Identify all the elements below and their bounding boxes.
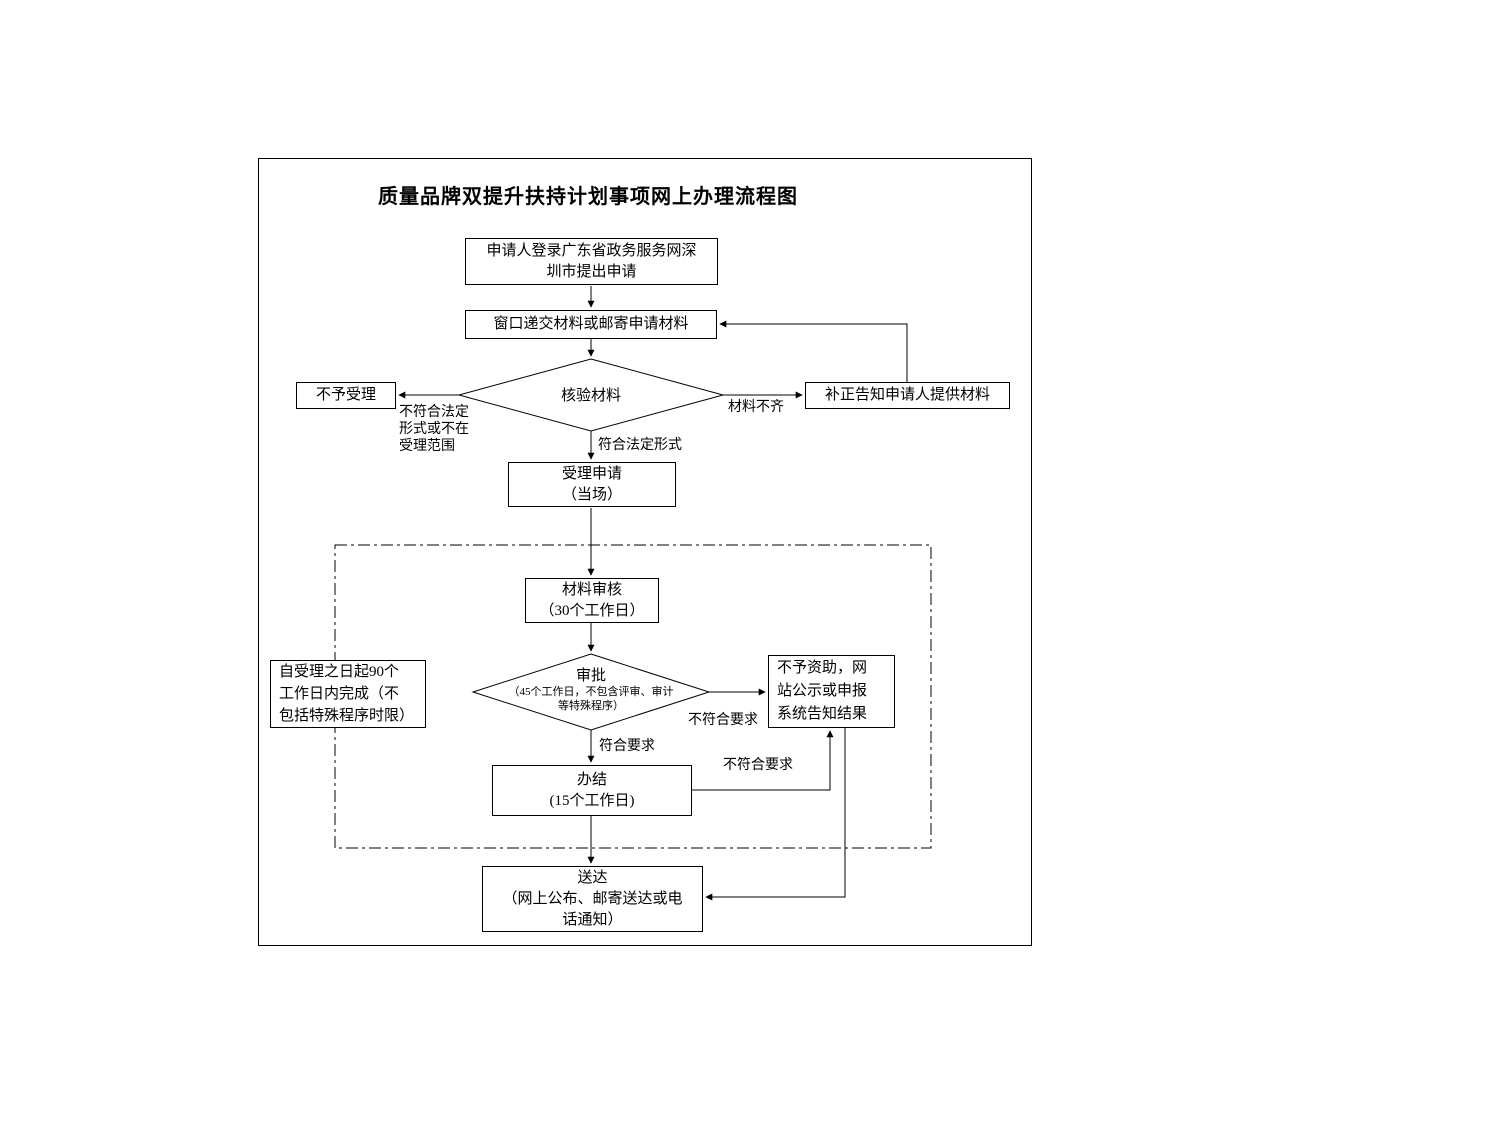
node-deadline-text: 工作日内完成（不: [279, 686, 400, 702]
node-deadline-text: 自受理之日起90个: [279, 664, 400, 680]
node-complete-text: (15个工作日): [549, 792, 635, 809]
node-apply-text: 圳市提出申请: [546, 263, 637, 280]
node-submit: 窗口递交材料或邮寄申请材料: [465, 310, 717, 339]
node-deadline: 自受理之日起90个 工作日内完成（不 包括特殊程序时限）: [270, 660, 426, 728]
node-no-fund-text: 系统告知结果: [777, 706, 868, 722]
node-review: 材料审核 （30个工作日）: [525, 578, 659, 623]
edge-label-legal: 符合法定形式: [598, 438, 682, 453]
node-reject: 不予受理: [296, 382, 396, 409]
edge-complete-nofund: [692, 730, 834, 791]
node-approve-text: 审批: [575, 668, 606, 684]
edge-label-not-meet-approve: 不符合要求: [688, 713, 758, 728]
edge-label-not-legal: 不符合法定 形式或不在 受理范围: [399, 404, 469, 455]
node-verify: 核验材料: [491, 387, 691, 405]
node-deliver-text: 送达: [577, 869, 608, 886]
edge-label-meet: 符合要求: [599, 739, 655, 754]
edge-label-not-legal-text: 不符合法定: [399, 405, 469, 420]
edge-nofund-deliver: [705, 728, 846, 901]
flowchart-border: [258, 158, 1032, 946]
node-supplement-text: 补正告知申请人提供材料: [824, 387, 990, 403]
node-deliver-text: 话通知）: [562, 911, 623, 928]
node-apply: 申请人登录广东省政务服务网深 圳市提出申请: [465, 238, 718, 285]
node-deliver: 送达 （网上公布、邮寄送达或电 话通知）: [482, 866, 703, 932]
node-no-fund-text: 站公示或申报: [777, 683, 868, 699]
node-approve-text: （45个工作日，不包含评审、审计: [508, 686, 674, 698]
edge-label-not-legal-text: 受理范围: [399, 439, 455, 454]
node-approve: 审批 （45个工作日，不包含评审、审计 等特殊程序）: [471, 667, 711, 713]
node-accept: 受理申请 （当场）: [508, 462, 676, 507]
edge-label-not-legal-text: 形式或不在: [399, 422, 469, 437]
node-approve-text: 等特殊程序）: [558, 700, 624, 712]
node-complete-text: 办结: [576, 771, 607, 788]
node-accept-text: （当场）: [561, 486, 622, 503]
node-complete: 办结 (15个工作日): [492, 765, 692, 816]
node-deadline-text: 包括特殊程序时限）: [279, 708, 415, 724]
node-review-text: 材料审核: [561, 581, 622, 598]
node-supplement: 补正告知申请人提供材料: [805, 382, 1010, 409]
dashed-stage-box: [334, 544, 932, 849]
node-deliver-text: （网上公布、邮寄送达或电: [502, 890, 683, 907]
node-accept-text: 受理申请: [561, 465, 622, 482]
node-no-fund: 不予资助，网 站公示或申报 系统告知结果: [768, 655, 895, 728]
flowchart-title: 质量品牌双提升扶持计划事项网上办理流程图: [378, 186, 798, 208]
edge-label-incomplete: 材料不齐: [728, 400, 784, 415]
edge-label-not-meet-complete: 不符合要求: [723, 758, 793, 773]
edge-supplement-submit: [719, 320, 908, 382]
node-verify-text: 核验材料: [560, 388, 621, 404]
node-apply-text: 申请人登录广东省政务服务网深: [486, 242, 697, 259]
node-review-text: （30个工作日）: [539, 602, 645, 619]
node-reject-text: 不予受理: [315, 387, 376, 403]
node-no-fund-text: 不予资助，网: [777, 660, 868, 676]
node-submit-text: 窗口递交材料或邮寄申请材料: [493, 316, 689, 332]
